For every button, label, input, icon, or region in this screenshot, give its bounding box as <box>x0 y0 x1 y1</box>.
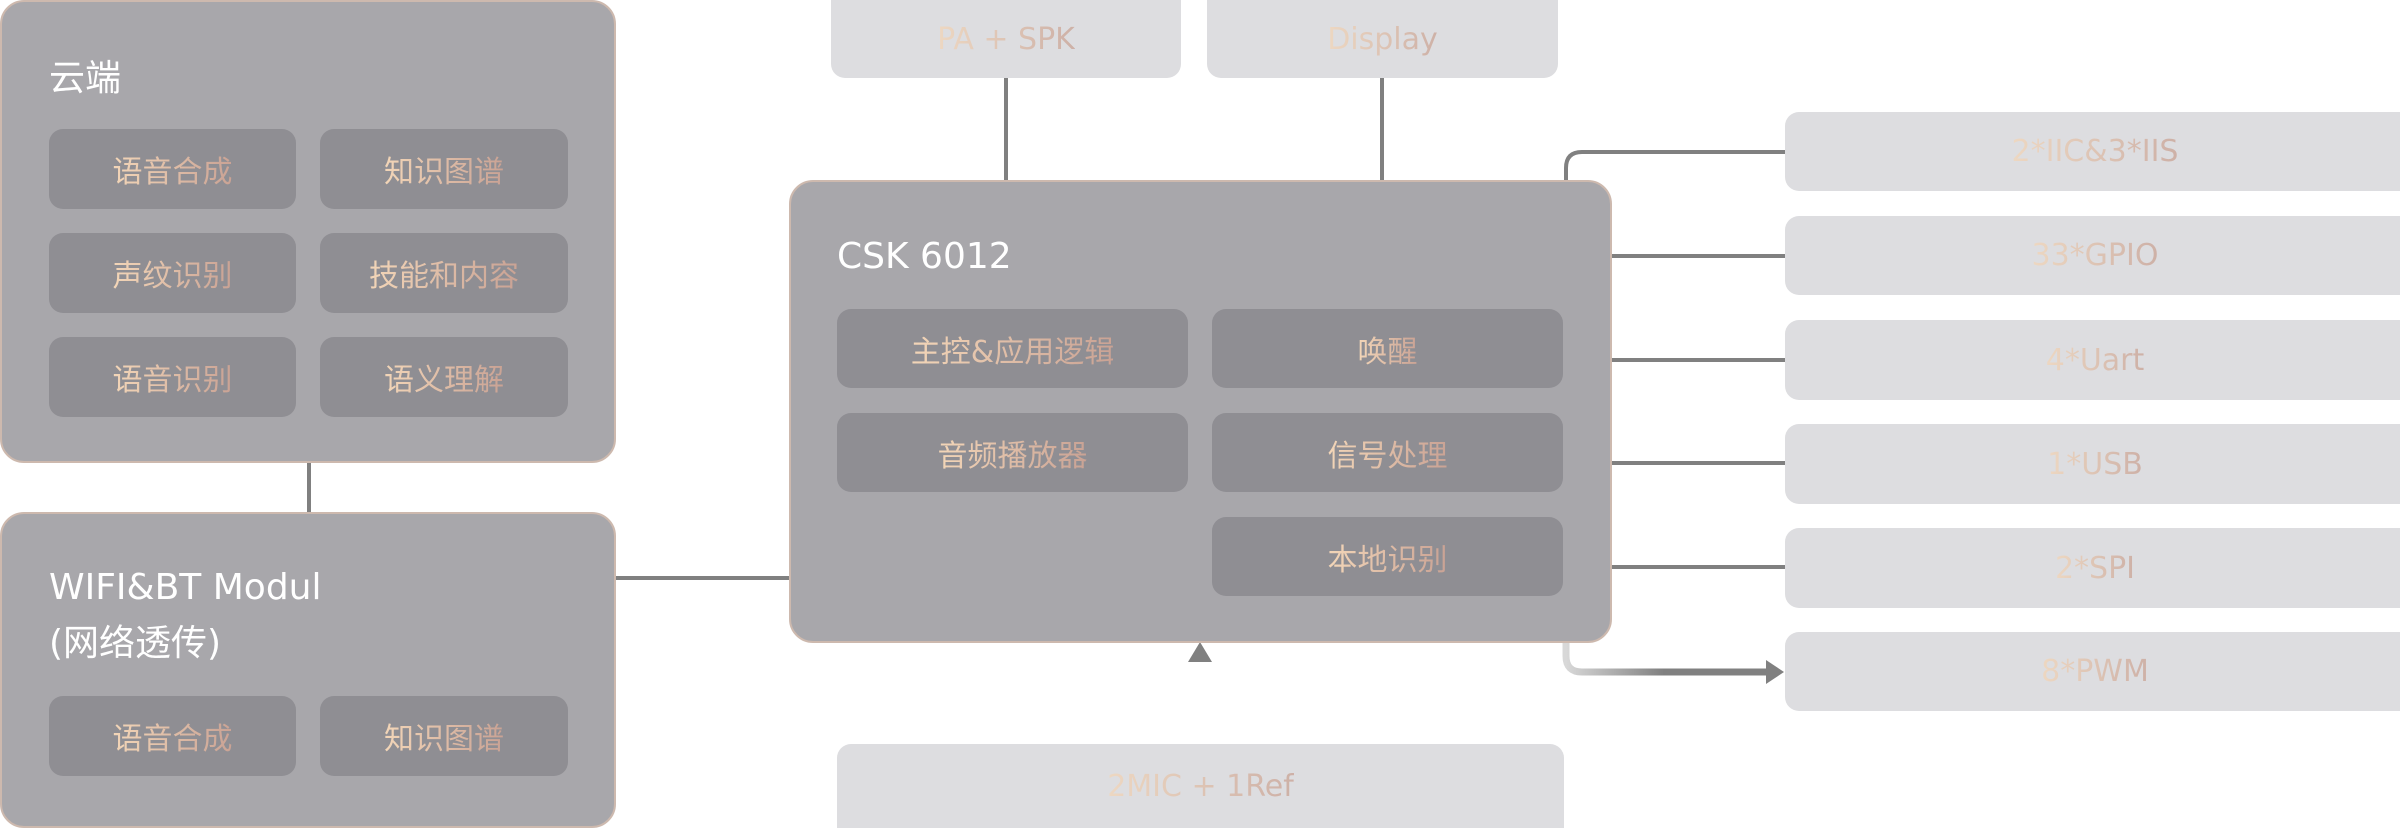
wifi-title-line2: (网络透传) <box>49 623 222 664</box>
chip-item-wakeup: 唤醒 <box>1212 309 1563 388</box>
cloud-item-skills-content: 技能和内容 <box>320 233 568 313</box>
cloud-item-nlu: 语义理解 <box>320 337 568 417</box>
cloud-title: 云端 <box>49 58 122 99</box>
interface-usb: 1*USB <box>1785 424 2400 504</box>
chip-item-audio-player: 音频播放器 <box>837 413 1188 492</box>
cloud-item-voiceprint: 声纹识别 <box>49 233 296 313</box>
csk-chip-panel: CSK 6012 主控&应用逻辑 唤醒 音频播放器 信号处理 本地识别 <box>789 180 1612 643</box>
cloud-panel: 云端 语音合成 知识图谱 声纹识别 技能和内容 语音识别 语义理解 <box>0 0 616 463</box>
cloud-item-knowledge-graph: 知识图谱 <box>320 129 568 209</box>
interface-uart: 4*Uart <box>1785 320 2400 400</box>
display-box: Display <box>1207 0 1558 78</box>
wifi-item-knowledge-graph: 知识图谱 <box>320 696 568 776</box>
interface-gpio: 33*GPIO <box>1785 216 2400 295</box>
chip-item-main-control: 主控&应用逻辑 <box>837 309 1188 388</box>
interface-iic-iis: 2*IIC&3*IIS <box>1785 112 2400 191</box>
chip-item-signal-processing: 信号处理 <box>1212 413 1563 492</box>
mic-arrowhead <box>1188 642 1212 662</box>
interface-pwm: 8*PWM <box>1785 632 2400 711</box>
iic-iis-link <box>1564 150 1786 181</box>
pwm-arrowhead <box>1766 660 1784 684</box>
chip-item-local-recognition: 本地识别 <box>1212 517 1563 596</box>
pa-spk-box: PA + SPK <box>831 0 1181 78</box>
wifi-item-tts: 语音合成 <box>49 696 296 776</box>
cloud-item-tts: 语音合成 <box>49 129 296 209</box>
cloud-item-asr: 语音识别 <box>49 337 296 417</box>
mic-box: 2MIC + 1Ref <box>837 744 1564 828</box>
chip-title: CSK 6012 <box>837 236 1012 277</box>
pwm-arrow <box>1562 640 1770 676</box>
wifi-title-line1: WIFI&BT Modul <box>49 567 322 608</box>
interface-spi: 2*SPI <box>1785 528 2400 608</box>
wifi-bt-panel: WIFI&BT Modul (网络透传) 语音合成 知识图谱 <box>0 512 616 828</box>
